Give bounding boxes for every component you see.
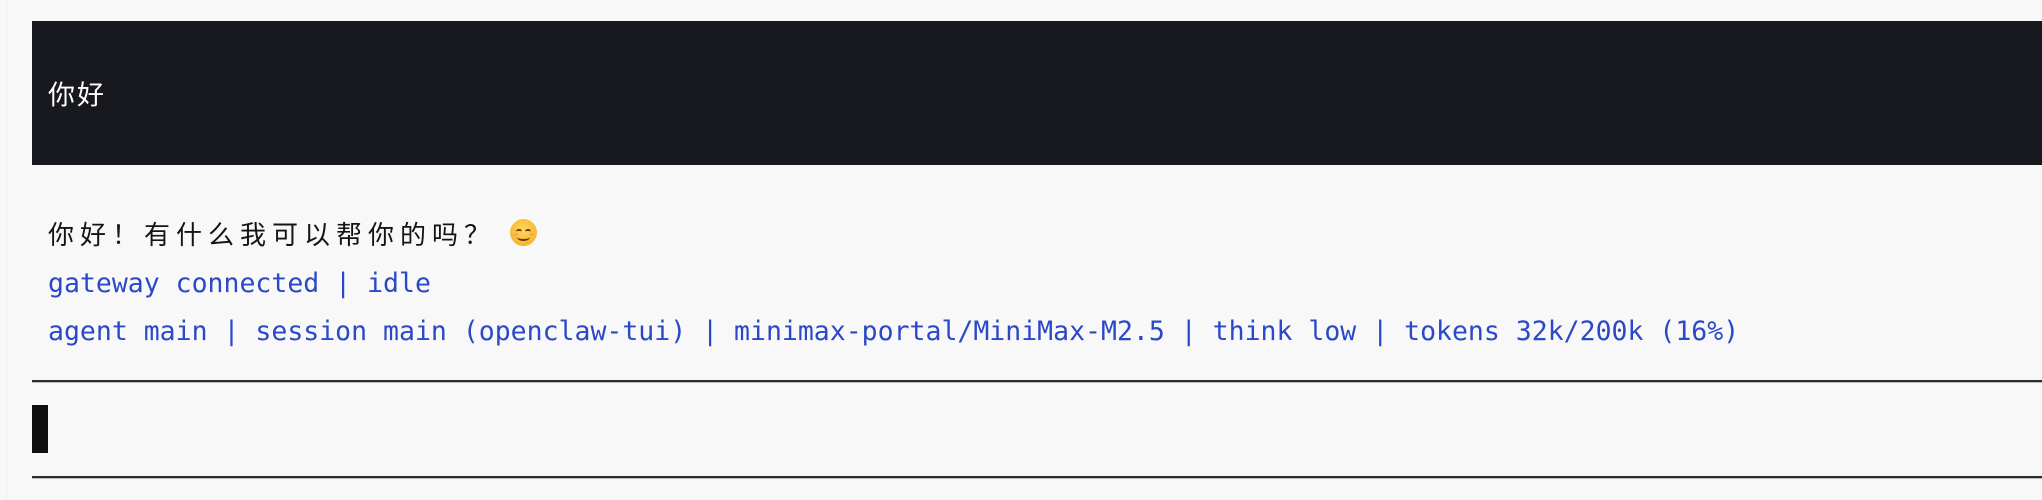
smiling-face-emoji-icon: [510, 219, 538, 246]
assistant-message: 你好！有什么我可以帮你的吗？: [48, 216, 538, 256]
assistant-message-text: 你好！有什么我可以帮你的吗？: [48, 221, 497, 251]
user-message-text: 你好: [48, 80, 106, 112]
window-left-border: [6, 0, 7, 500]
user-message-block: 你好: [32, 21, 2042, 165]
input-top-divider: [32, 380, 2042, 382]
chat-input[interactable]: [32, 382, 2042, 476]
connection-status: gateway connected | idle: [48, 268, 431, 299]
text-cursor: [32, 405, 48, 453]
input-bottom-divider: [32, 476, 2042, 478]
session-status-bar: agent main | session main (openclaw-tui)…: [48, 316, 1740, 347]
